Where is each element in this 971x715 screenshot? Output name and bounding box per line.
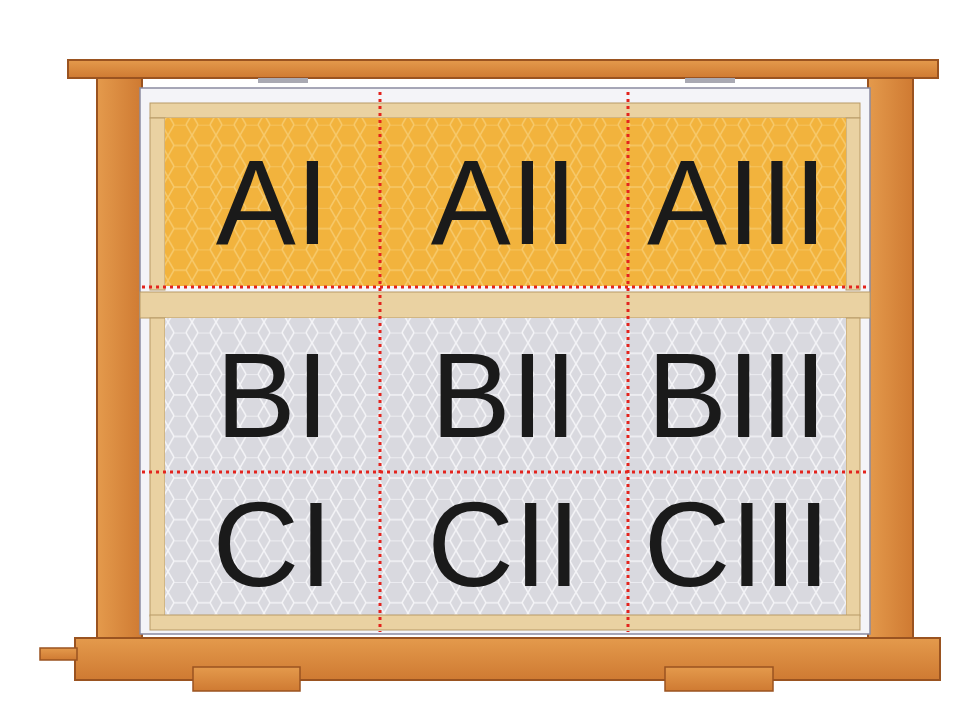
foot — [193, 667, 300, 691]
frame-side-bar — [150, 118, 165, 290]
comb-region: BII — [380, 318, 628, 472]
foot — [665, 667, 773, 691]
region-label: CI — [213, 484, 333, 604]
honey-region: AIII — [628, 118, 846, 286]
division-line — [379, 92, 382, 632]
frame-side-bar — [846, 118, 860, 290]
region-label: BII — [431, 335, 578, 455]
division-lines — [142, 92, 868, 632]
lid-bar — [68, 60, 938, 78]
region-label: AI — [216, 142, 329, 262]
division-line — [142, 471, 868, 474]
box-side — [868, 72, 913, 642]
lid-tab — [258, 78, 308, 83]
region-label: BIII — [647, 335, 827, 455]
entrance-peg — [40, 648, 77, 660]
box-cavity — [140, 88, 870, 634]
comb-region: BI — [165, 318, 380, 472]
region-label: AII — [431, 142, 578, 262]
honey-region: AI — [165, 118, 380, 286]
comb-region: CIII — [628, 472, 846, 615]
frame-side-bar — [150, 318, 165, 616]
comb-region: CI — [165, 472, 380, 615]
region-label: CIII — [644, 484, 831, 604]
region-label: CII — [427, 484, 580, 604]
honey-comb — [165, 118, 846, 286]
region-label: BI — [216, 335, 329, 455]
region-label: AIII — [647, 142, 827, 262]
division-line — [142, 286, 868, 289]
comb-region: CII — [380, 472, 628, 615]
division-line — [627, 92, 630, 632]
middle-bar — [140, 292, 870, 318]
lid-tab — [685, 78, 735, 83]
frame-bottom-bar — [150, 615, 860, 630]
honey-region: AII — [380, 118, 628, 286]
frame-side-bar — [846, 318, 860, 616]
comb-region: BIII — [628, 318, 846, 472]
box-side — [97, 72, 142, 642]
frame-top-bar — [150, 103, 860, 118]
empty-comb — [165, 318, 846, 616]
